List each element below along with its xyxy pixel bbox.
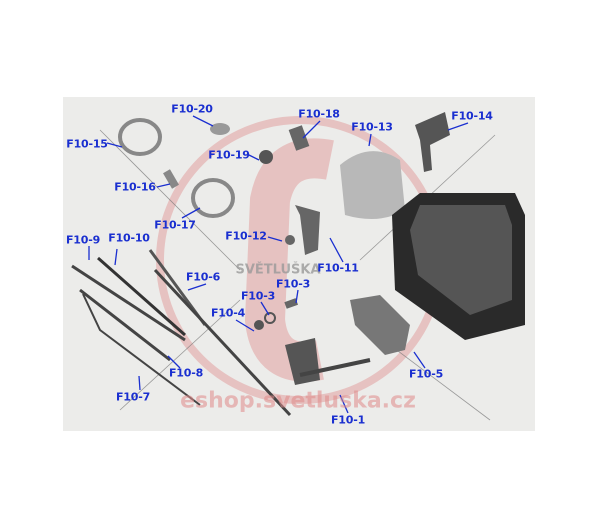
- grommet-f20: [210, 123, 230, 135]
- watermark-brand: SVĚTLUŠKA: [235, 262, 321, 278]
- label-f10-15: F10-15: [66, 137, 108, 151]
- label-f10-3-bolt: F10-3: [275, 277, 311, 291]
- nozzle-f16: [163, 169, 179, 189]
- arm-long: [153, 268, 292, 417]
- label-f10-1: F10-1: [330, 413, 366, 427]
- label-f10-4: F10-4: [210, 306, 246, 320]
- washer-f3: [264, 312, 276, 324]
- motor-f5: [350, 295, 410, 355]
- label-f10-18: F10-18: [298, 107, 340, 121]
- screw-f19: [259, 150, 273, 164]
- leader-lines: [88, 115, 469, 414]
- label-f10-12: F10-12: [225, 229, 267, 243]
- hose-coil-f15: [118, 118, 162, 156]
- arm-f7: [82, 293, 201, 406]
- label-f10-5: F10-5: [408, 367, 444, 381]
- label-f10-7: F10-7: [115, 390, 151, 404]
- label-f10-11: F10-11: [317, 261, 359, 275]
- nut-f4: [254, 320, 264, 330]
- blade-f10: [97, 256, 186, 337]
- label-f10-19: F10-19: [208, 148, 250, 162]
- blade-f9: [71, 264, 186, 342]
- label-f10-8: F10-8: [168, 366, 204, 380]
- bracket-f11: [295, 205, 320, 255]
- label-f10-10: F10-10: [108, 231, 150, 245]
- hose-coil-f17: [191, 178, 235, 218]
- arm-f8: [79, 288, 171, 362]
- label-f10-6: F10-6: [185, 270, 221, 284]
- bolt-f3: [284, 298, 299, 309]
- bracket-f18: [288, 125, 310, 151]
- label-f10-20: F10-20: [171, 102, 213, 116]
- cover-f13: [340, 151, 405, 219]
- label-f10-16: F10-16: [114, 180, 156, 194]
- parts: [71, 112, 525, 417]
- motor-f14: [415, 112, 450, 172]
- label-f10-9: F10-9: [65, 233, 101, 247]
- label-f10-3-washer: F10-3: [240, 289, 276, 303]
- label-f10-14: F10-14: [451, 109, 493, 123]
- bolt-f12: [285, 235, 295, 245]
- watermark-url: eshop.svetluska.cz: [180, 388, 416, 414]
- label-f10-17: F10-17: [154, 218, 196, 232]
- label-f10-13: F10-13: [351, 120, 393, 134]
